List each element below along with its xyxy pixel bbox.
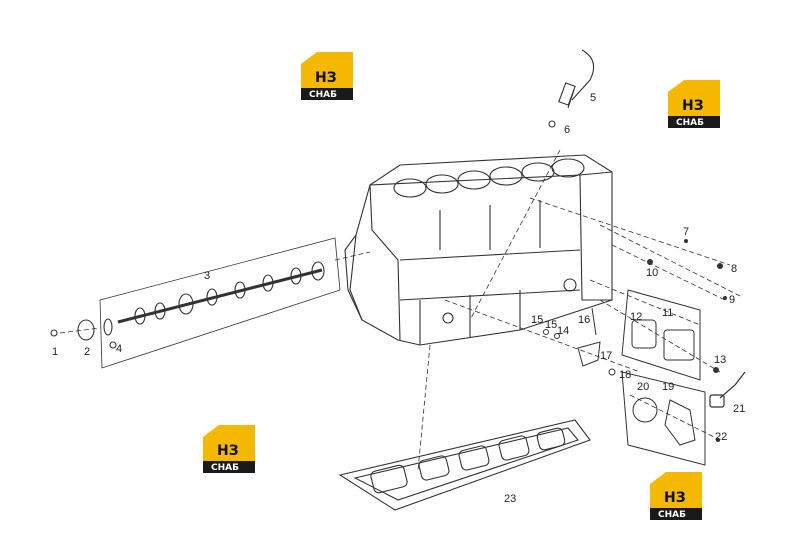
callout-9: 9 [729,294,735,306]
side-cover-11 [621,289,701,381]
callout-2: 2 [84,346,90,358]
logo-top-text: НЗ [682,98,704,114]
callout-labels: 1 2 3 4 5 6 7 8 9 10 11 12 13 14 15 15 1… [52,92,745,505]
side-cover-19 [621,371,706,466]
callout-3: 3 [204,270,210,282]
callout-4: 4 [116,343,122,355]
callout-12: 12 [630,311,642,323]
assembly-leader-lines [59,149,741,471]
callout-6: 6 [564,124,570,136]
dipstick [548,49,595,128]
callout-10: 10 [646,267,658,279]
callout-16: 16 [578,314,590,326]
cam-lobes [134,261,325,325]
logo-top-text: НЗ [217,443,239,459]
callout-21: 21 [733,403,745,415]
logo-top-text: НЗ [664,490,686,506]
bracket-17 [543,307,616,376]
callout-1: 1 [52,346,58,358]
callout-7: 7 [683,226,689,238]
engine-block [344,154,613,346]
brand-logo-watermark: НЗ СНАБ [650,470,702,520]
brand-logo-watermark: НЗ СНАБ [301,50,353,100]
callout-14: 14 [557,325,569,337]
logo-bottom-text: СНАБ [658,510,686,520]
callout-23: 23 [504,493,516,505]
fasteners [647,239,727,442]
callout-18: 18 [619,369,631,381]
callout-11: 11 [662,307,673,319]
cylinder-bores [393,158,585,198]
callout-15a: 15 [531,314,543,326]
callout-20: 20 [637,381,649,393]
logo-bottom-text: СНАБ [676,118,704,128]
callout-8: 8 [731,263,737,275]
brand-logo-watermark: НЗ СНАБ [668,78,720,128]
brand-logo-watermark: НЗ СНАБ [203,423,255,473]
logo-bottom-text: СНАБ [211,463,239,473]
oil-pan-gasket [338,419,591,511]
callout-17: 17 [600,350,612,362]
camshaft-assembly [50,237,341,369]
callout-19: 19 [662,381,674,393]
callout-22: 22 [715,431,727,443]
callout-15b: 15 [545,319,557,331]
pipe-21 [709,371,746,408]
logo-bottom-text: СНАБ [309,90,337,100]
logo-top-text: НЗ [315,70,337,86]
callout-13: 13 [714,354,726,366]
callout-5: 5 [590,92,596,104]
